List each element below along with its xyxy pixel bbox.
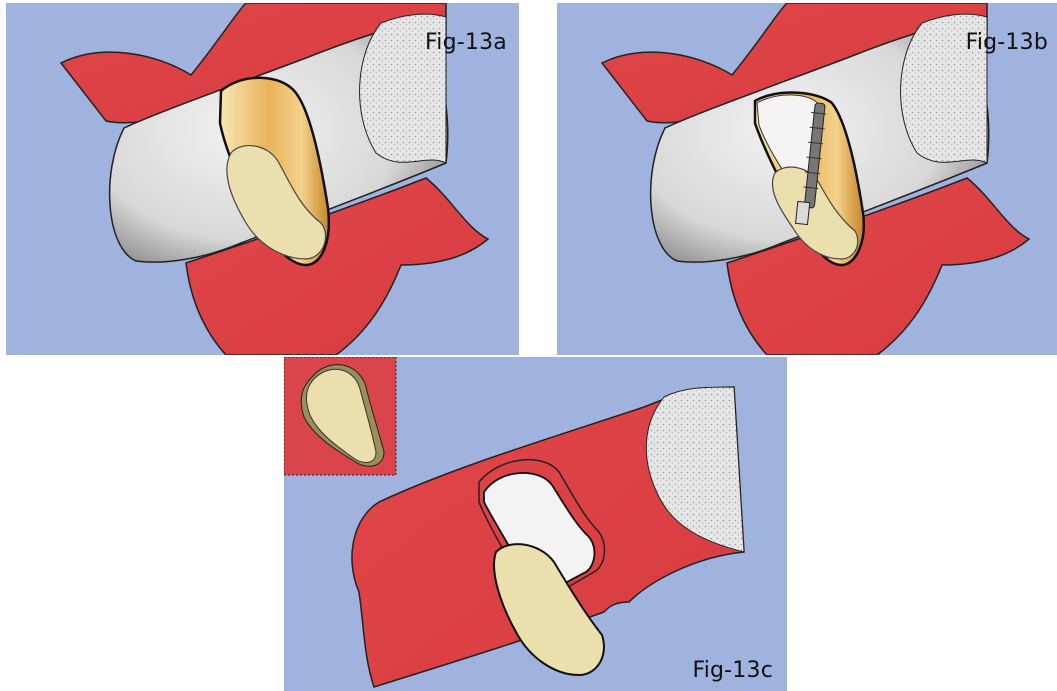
- figure-13c-illustration: [284, 357, 787, 691]
- inset-detail: [284, 357, 396, 475]
- figure-13a-panel: Fig-13a: [6, 3, 519, 355]
- figure-label: Fig-13b: [966, 30, 1048, 55]
- figure-13b-illustration: [557, 3, 1057, 355]
- figure-label: Fig-13a: [425, 30, 507, 55]
- figure-13c-panel: Fig-13c: [284, 357, 787, 691]
- figure-13b-panel: Fig-13b: [557, 3, 1057, 355]
- figure-13a-illustration: [6, 3, 519, 355]
- figure-label: Fig-13c: [692, 658, 773, 683]
